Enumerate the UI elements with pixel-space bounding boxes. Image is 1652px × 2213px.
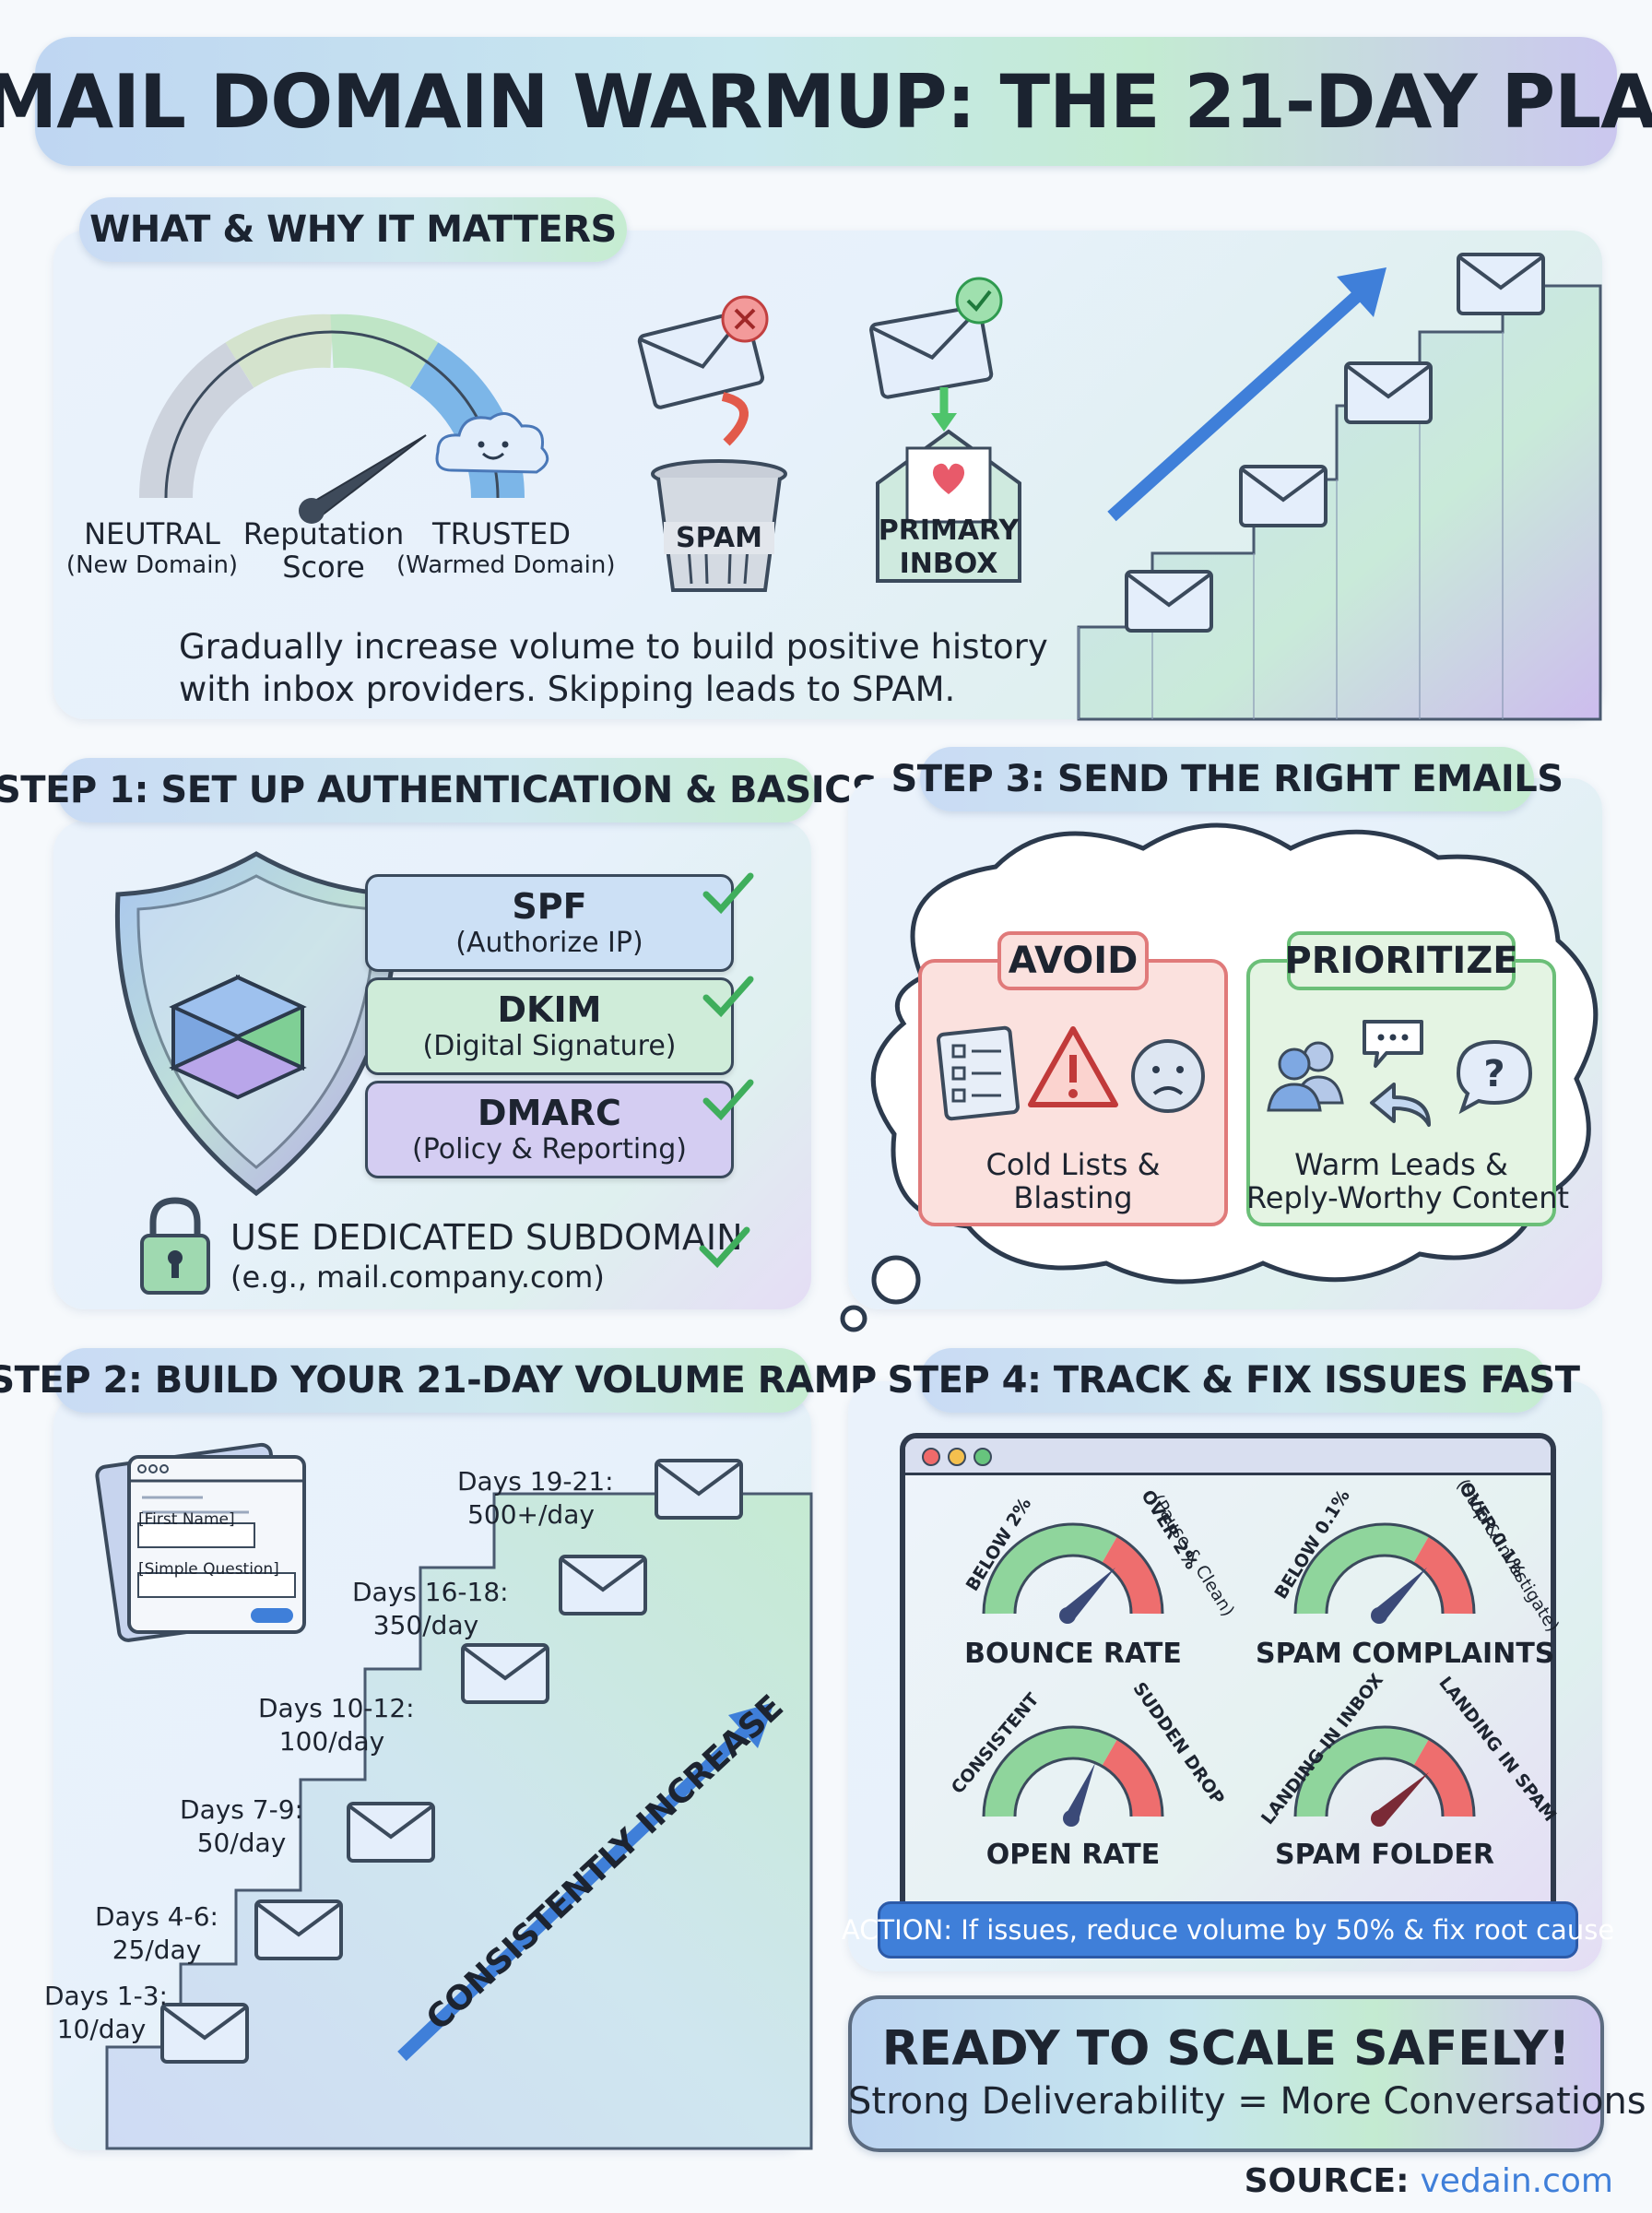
ready-headline: READY TO SCALE SAFELY! xyxy=(881,2021,1571,2077)
dmarc-item: DMARC (Policy & Reporting) xyxy=(365,1081,734,1178)
ramp-days-2: Days 4-6: xyxy=(95,1901,218,1932)
source-link[interactable]: vedain.com xyxy=(1420,2161,1613,2200)
step1-header: STEP 1: SET UP AUTHENTICATION & BASICS xyxy=(0,758,879,822)
open-rate-gauge-icon xyxy=(982,1725,1164,1827)
lock-icon xyxy=(140,1197,210,1295)
ramp-volume-1: 10/day xyxy=(56,2014,147,2044)
subdomain-check-icon xyxy=(699,1226,750,1269)
ramp-volume-6: 500+/day xyxy=(467,1499,595,1530)
ramp-volume-2: 25/day xyxy=(112,1935,202,1965)
warning-icon xyxy=(1028,1026,1118,1107)
people-icon xyxy=(1267,1041,1344,1112)
gauge-right-sub: (Warmed Domain) xyxy=(396,551,616,579)
bounce-rate-label: BOUNCE RATE xyxy=(964,1638,1182,1670)
prioritize-tag: PRIORITIZE xyxy=(1284,931,1518,990)
spf-sub: (Authorize IP) xyxy=(455,927,643,959)
what-why-desc-1: Gradually increase volume to build posit… xyxy=(179,627,1048,667)
ramp-volume-3: 50/day xyxy=(196,1828,287,1858)
volume-ramp-stairs-icon xyxy=(105,1459,813,2150)
prioritize-text-2: Reply-Worthy Content xyxy=(1246,1180,1570,1215)
accepted-envelope-icon xyxy=(869,277,1003,432)
step3-header: STEP 3: SEND THE RIGHT EMAILS xyxy=(891,747,1564,811)
ramp-days-1: Days 1-3: xyxy=(44,1981,168,2011)
ramp-days-6: Days 19-21: xyxy=(457,1466,614,1497)
source-line: SOURCE: vedain.com xyxy=(1245,2158,1613,2204)
monitor-window xyxy=(900,1433,1556,1959)
cold-list-icon xyxy=(936,1025,1021,1121)
ramp-days-5: Days 16-18: xyxy=(352,1577,509,1607)
dkim-name: DKIM xyxy=(497,989,602,1030)
subdomain-example: (e.g., mail.company.com) xyxy=(230,1260,605,1295)
action-banner: ACTION: If issues, reduce volume by 50% … xyxy=(842,1901,1614,1959)
bounce-rate-gauge-icon xyxy=(982,1522,1164,1624)
primary-inbox-icon xyxy=(876,429,1021,583)
shield-icon xyxy=(114,851,398,1197)
dkim-sub: (Digital Signature) xyxy=(422,1030,677,1062)
gauge-center-sub: Score xyxy=(282,550,365,585)
step2-header: STEP 2: BUILD YOUR 21-DAY VOLUME RAMP xyxy=(0,1348,877,1413)
what-why-desc-2: with inbox providers. Skipping leads to … xyxy=(179,669,956,709)
svg-text:?: ? xyxy=(1483,1053,1504,1095)
what-why-header: WHAT & WHY IT MATTERS xyxy=(79,197,627,262)
ramp-volume-4: 100/day xyxy=(278,1726,385,1757)
gauge-right-label: TRUSTED xyxy=(432,516,571,551)
ramp-volume-5: 350/day xyxy=(372,1610,479,1640)
sad-face-icon xyxy=(1131,1039,1205,1113)
dkim-item: DKIM (Digital Signature) xyxy=(365,977,734,1075)
reply-arrow-icon xyxy=(1370,1083,1431,1127)
gauge-left-label: NEUTRAL xyxy=(84,516,220,551)
monitor-titlebar xyxy=(905,1438,1551,1475)
spam-folder-label: SPAM FOLDER xyxy=(1275,1839,1494,1871)
spf-check-icon xyxy=(702,872,754,915)
open-rate-label: OPEN RATE xyxy=(985,1839,1161,1871)
chat-bubble-icon xyxy=(1363,1020,1423,1068)
inbox-label-2: INBOX xyxy=(899,548,998,580)
spam-label: SPAM xyxy=(664,522,774,554)
spam-complaints-label: SPAM COMPLAINTS xyxy=(1256,1638,1555,1670)
gauge-center-label: Reputation xyxy=(242,516,405,551)
prioritize-text-1: Warm Leads & xyxy=(1294,1147,1508,1182)
ascending-stairs-icon xyxy=(1077,253,1602,721)
inbox-label-1: PRIMARY xyxy=(878,515,1020,547)
source-label: SOURCE: xyxy=(1244,2161,1410,2200)
step4-header: STEP 4: TRACK & FIX ISSUES FAST xyxy=(887,1348,1580,1413)
email-template-icon xyxy=(95,1442,306,1642)
spam-folder-gauge-icon xyxy=(1293,1725,1476,1827)
dmarc-sub: (Policy & Reporting) xyxy=(411,1133,687,1166)
reputation-gauge-icon xyxy=(139,314,549,524)
spf-item: SPF (Authorize IP) xyxy=(365,874,734,972)
rejected-envelope-icon xyxy=(637,295,769,446)
spf-name: SPF xyxy=(512,886,587,927)
avoid-tag: AVOID xyxy=(997,931,1149,990)
avoid-text-1: Cold Lists & xyxy=(985,1147,1161,1182)
dkim-check-icon xyxy=(702,976,754,1018)
ramp-days-4: Days 10-12: xyxy=(258,1693,415,1723)
dmarc-name: DMARC xyxy=(478,1093,621,1133)
subdomain-title: USE DEDICATED SUBDOMAIN xyxy=(230,1217,743,1258)
page-title: EMAIL DOMAIN WARMUP: THE 21-DAY PLAN xyxy=(0,37,1652,166)
template-question: [Simple Question] xyxy=(138,1560,279,1579)
ramp-days-3: Days 7-9: xyxy=(180,1794,303,1825)
gauge-left-sub: (New Domain) xyxy=(65,551,239,579)
question-bubble-icon: ? xyxy=(1456,1039,1533,1115)
action-text: ACTION: If issues, reduce volume by 50% … xyxy=(841,1914,1615,1946)
ready-banner xyxy=(848,1995,1604,2152)
dmarc-check-icon xyxy=(702,1079,754,1121)
window-controls-icon xyxy=(922,1448,992,1466)
spam-complaints-gauge-icon xyxy=(1293,1522,1476,1624)
template-first-name: [First Name] xyxy=(138,1510,235,1529)
avoid-text-2: Blasting xyxy=(1013,1180,1133,1215)
ready-sub: Strong Deliverability = More Conversatio… xyxy=(848,2080,1646,2123)
